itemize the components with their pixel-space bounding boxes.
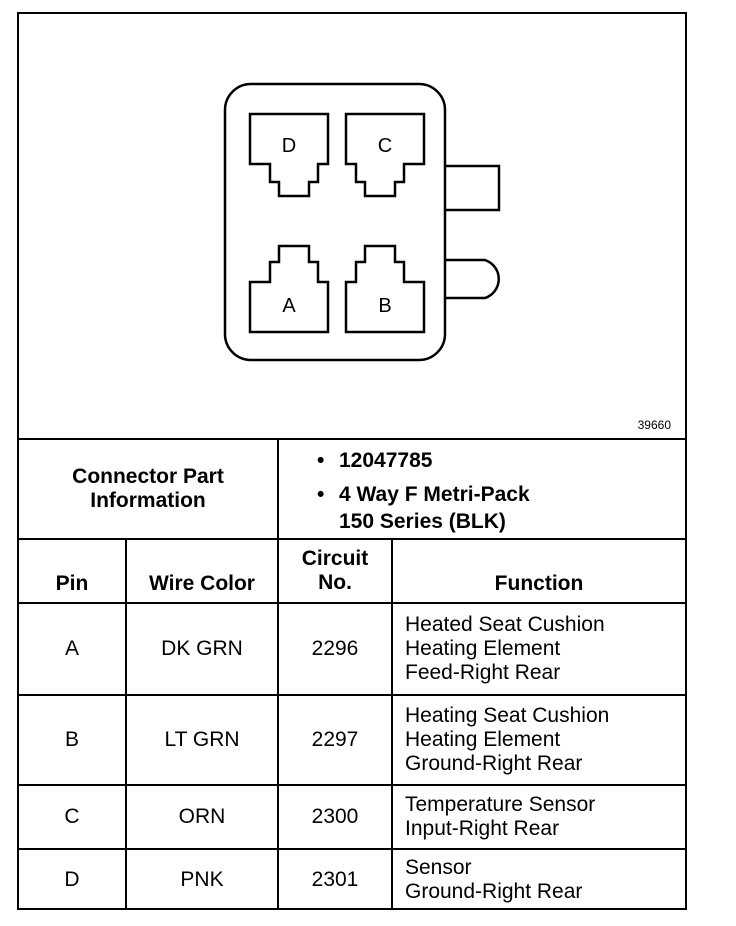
divider-header bbox=[19, 602, 685, 604]
row-c-pin: C bbox=[64, 804, 80, 828]
cavity-d: D bbox=[248, 112, 330, 198]
connector-diagram: D C A B bbox=[223, 82, 501, 362]
pin-label-b: B bbox=[378, 295, 391, 317]
cavity-a: A bbox=[248, 244, 330, 334]
row-b-circuit: 2297 bbox=[311, 727, 359, 751]
connector-description-line1: 4 Way F Metri-Pack bbox=[339, 483, 530, 507]
header-function: Function bbox=[494, 571, 584, 595]
figure-number: 39660 bbox=[637, 418, 671, 432]
header-pin: Pin bbox=[55, 571, 89, 595]
divider-info-vertical bbox=[277, 438, 279, 540]
connector-latch-tab-round bbox=[443, 258, 500, 300]
row-d-pin: D bbox=[64, 867, 80, 891]
row-b-pin: B bbox=[64, 727, 79, 751]
divider-row-a bbox=[19, 694, 685, 696]
cavity-b: B bbox=[344, 244, 426, 334]
row-a-pin: A bbox=[64, 636, 79, 660]
divider-row-b bbox=[19, 784, 685, 786]
pin-label-d: D bbox=[282, 135, 296, 157]
divider-col-pin bbox=[125, 538, 127, 910]
row-d-wire-color: PNK bbox=[180, 867, 224, 891]
row-c-circuit: 2300 bbox=[311, 804, 359, 828]
divider-col-circuit bbox=[391, 538, 393, 910]
connector-body bbox=[223, 82, 447, 362]
connector-latch-tab-top bbox=[443, 164, 501, 212]
part-number: 12047785 bbox=[339, 449, 433, 472]
cavity-c: C bbox=[344, 112, 426, 198]
divider-diagram bbox=[19, 438, 685, 440]
connector-info-list: •12047785 •4 Way F Metri-Pack 150 Series… bbox=[317, 448, 530, 535]
divider-row-c bbox=[19, 848, 685, 850]
divider-col-wire bbox=[277, 538, 279, 910]
row-d-circuit: 2301 bbox=[311, 867, 359, 891]
pin-label-a: A bbox=[282, 295, 296, 317]
row-c-wire-color: ORN bbox=[178, 804, 226, 828]
divider-info bbox=[19, 538, 685, 540]
row-a-circuit: 2296 bbox=[311, 636, 359, 660]
pin-label-c: C bbox=[378, 135, 392, 157]
row-b-wire-color: LT GRN bbox=[164, 727, 240, 751]
connector-description-line2: 150 Series (BLK) bbox=[339, 509, 506, 533]
row-a-wire-color: DK GRN bbox=[161, 636, 243, 660]
header-wire-color: Wire Color bbox=[149, 571, 255, 595]
